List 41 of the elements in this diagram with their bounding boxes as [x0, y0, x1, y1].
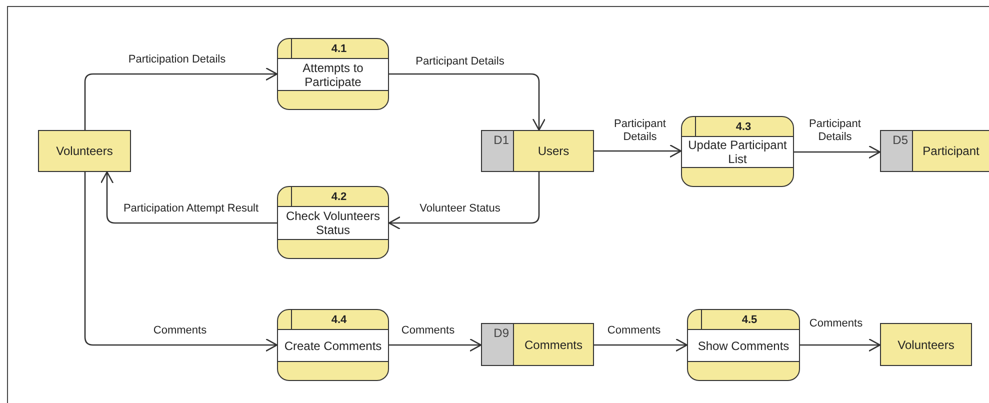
process-label: Check Volunteers Status [278, 207, 388, 240]
process-box [681, 116, 794, 187]
store-id: D1 [482, 131, 514, 171]
process-id: 4.1 [330, 42, 347, 54]
arrow [100, 171, 277, 224]
process-label: Show Comments [688, 330, 799, 362]
process-box [277, 309, 389, 381]
process-label: Attempts to Participate [278, 59, 388, 91]
arrow [388, 172, 540, 230]
process-box [687, 309, 800, 381]
edge-label: Participation Details [126, 54, 228, 66]
store-name: Comments [524, 338, 582, 352]
edge-label: Participant Details [414, 56, 506, 68]
arrow [84, 172, 278, 352]
data-store [481, 323, 594, 366]
store-name: Users [538, 144, 570, 158]
process-box [277, 186, 389, 259]
arrow [84, 67, 278, 130]
data-store [880, 130, 989, 172]
process-label: Create Comments [278, 330, 388, 362]
process-id: 4.2 [330, 190, 347, 202]
external-entity [880, 323, 972, 366]
arrow [594, 144, 682, 158]
arrow [389, 73, 546, 131]
store-name: Participant [922, 144, 980, 158]
edge-label: Participation Attempt Result [121, 202, 261, 216]
process-id: 4.4 [330, 314, 347, 326]
entity-name: Volunteers [898, 338, 954, 352]
external-entity [38, 130, 131, 172]
process-box [277, 38, 389, 110]
entity-name: Volunteers [56, 144, 113, 158]
data-store [481, 130, 594, 172]
process-id: 4.3 [734, 120, 752, 132]
arrow [594, 338, 688, 352]
store-id: D5 [881, 131, 913, 171]
store-id: D9 [482, 324, 514, 365]
arrow [389, 338, 482, 352]
process-id: 4.5 [740, 314, 758, 326]
process-label: Update Participant List [682, 137, 793, 168]
arrow [800, 338, 881, 352]
arrow [794, 145, 881, 159]
